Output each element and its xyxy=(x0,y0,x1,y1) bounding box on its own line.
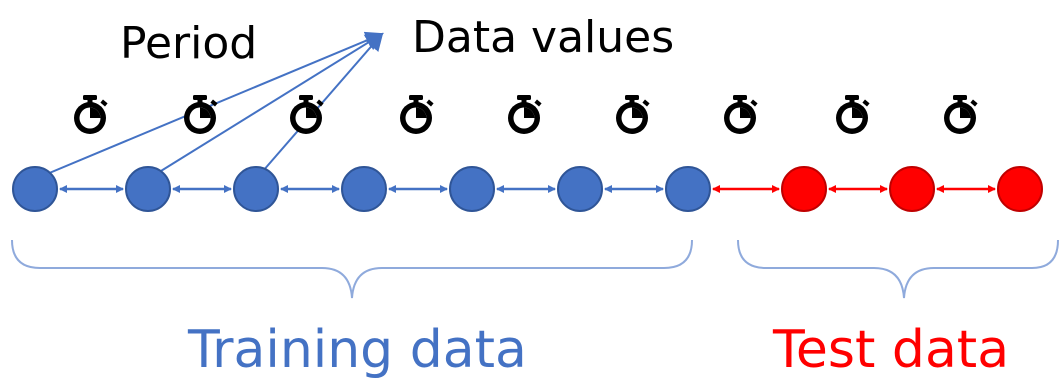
training-bracket xyxy=(11,239,693,299)
training-data-label: Training data xyxy=(187,320,527,379)
stopwatch-icon xyxy=(74,95,108,134)
timer-row xyxy=(74,95,978,134)
period-label: Period xyxy=(120,18,257,69)
test-bracket xyxy=(737,239,1059,299)
stopwatch-icon xyxy=(290,95,324,134)
data-values-label: Data values xyxy=(412,12,674,63)
stopwatch-icon xyxy=(944,95,978,134)
stopwatch-icon xyxy=(184,95,218,134)
training-data-point xyxy=(12,166,58,212)
training-data-point xyxy=(233,166,279,212)
training-data-point xyxy=(449,166,495,212)
pointer-line xyxy=(255,32,384,180)
stopwatch-icon xyxy=(724,95,758,134)
stopwatch-icon xyxy=(616,95,650,134)
test-data-point xyxy=(889,166,935,212)
test-data-point xyxy=(997,166,1043,212)
pointer-line xyxy=(147,32,384,180)
stopwatch-icon xyxy=(836,95,870,134)
training-data-point xyxy=(665,166,711,212)
training-data-point xyxy=(125,166,171,212)
stopwatch-icon xyxy=(508,95,542,134)
data-points xyxy=(12,166,1043,212)
training-data-point xyxy=(557,166,603,212)
training-data-point xyxy=(341,166,387,212)
stopwatch-icon xyxy=(400,95,434,134)
test-data-point xyxy=(781,166,827,212)
test-data-label: Test data xyxy=(772,320,1009,379)
